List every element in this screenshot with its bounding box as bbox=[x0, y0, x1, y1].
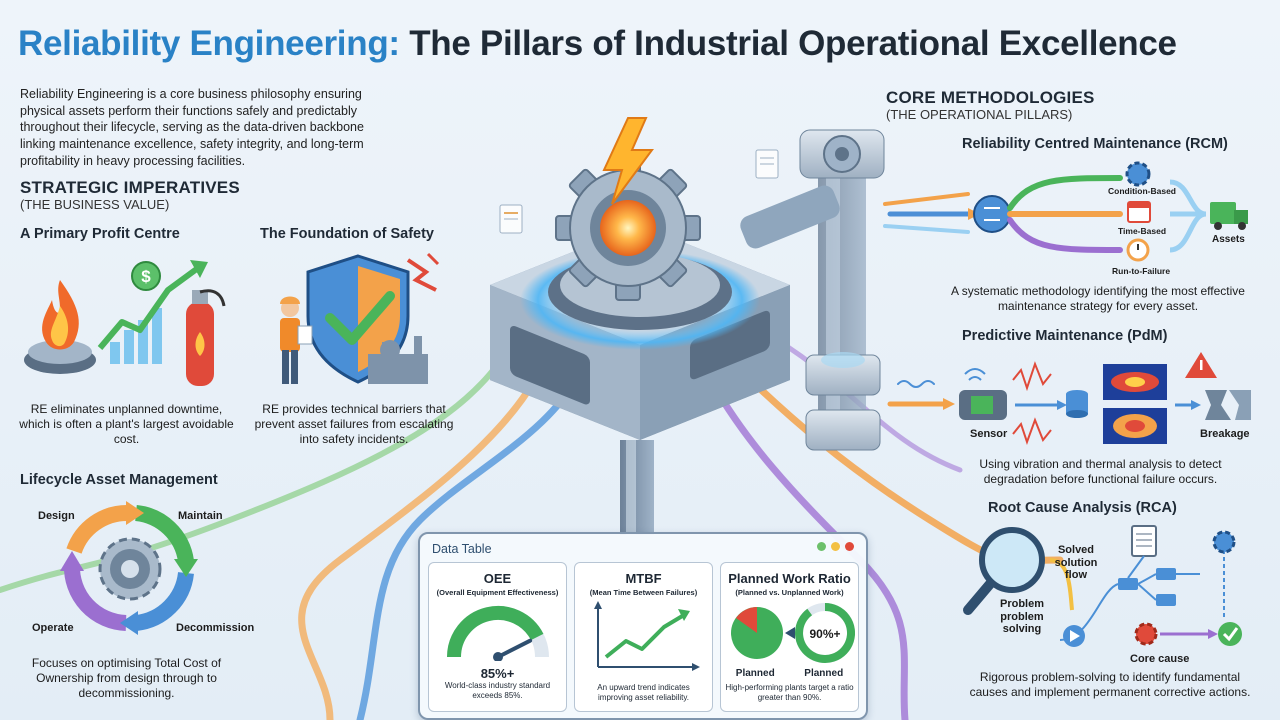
strategic-subheading: (THE BUSINESS VALUE) bbox=[20, 197, 170, 212]
window-dot-yellow-icon bbox=[831, 542, 840, 551]
growth-bars bbox=[97, 260, 208, 364]
rcm-label-assets: Assets bbox=[1212, 234, 1245, 245]
safety-illustration bbox=[280, 252, 440, 384]
window-dot-red-icon bbox=[845, 542, 854, 551]
database-icon bbox=[1066, 390, 1088, 418]
gear-icon bbox=[98, 537, 162, 601]
pipe-column bbox=[740, 129, 885, 451]
support-stem bbox=[620, 440, 654, 535]
play-icon bbox=[1063, 625, 1085, 647]
svg-text:$: $ bbox=[141, 267, 151, 286]
rca-flow-diagram bbox=[963, 525, 1242, 647]
heatmap-icon bbox=[1103, 364, 1167, 444]
magnifier-icon bbox=[963, 527, 1045, 615]
title-accent: Reliability Engineering: bbox=[18, 24, 400, 63]
oee-title: OEE bbox=[483, 571, 512, 586]
pdm-flow-diagram bbox=[959, 352, 1251, 446]
pdm-label-sensor: Sensor bbox=[970, 428, 1008, 440]
rca-label-solved: Solved solution flow bbox=[1054, 544, 1098, 582]
fire-extinguisher-icon bbox=[186, 289, 226, 386]
dollar-icon: $ bbox=[131, 261, 161, 291]
document-icon bbox=[1131, 525, 1157, 557]
rca-label-core: Core cause bbox=[1130, 653, 1190, 665]
clock-icon bbox=[1126, 238, 1150, 262]
factory-icon bbox=[368, 336, 428, 384]
pwr-pie-charts: 90%+ bbox=[730, 603, 855, 663]
document-icon bbox=[499, 149, 779, 234]
rcm-flow-diagram bbox=[973, 161, 1248, 262]
rcm-label-time: Time-Based bbox=[1118, 226, 1167, 236]
mtbf-trend-chart bbox=[593, 601, 700, 671]
mtbf-subtitle: (Mean Time Between Failures) bbox=[589, 588, 698, 597]
profit-caption: RE eliminates unplanned downtime, which … bbox=[19, 402, 234, 446]
mtbf-card: MTBF (Mean Time Between Failures) An upw… bbox=[574, 562, 713, 712]
gear-icon bbox=[1125, 161, 1151, 187]
stage-decommission: Decommission bbox=[176, 622, 255, 634]
pdm-label-breakage: Breakage bbox=[1200, 428, 1250, 440]
rca-label-problem: Problem problem solving bbox=[999, 598, 1044, 636]
rca-title: Root Cause Analysis (RCA) bbox=[988, 500, 1177, 516]
pwr-pct: 90%+ bbox=[809, 627, 840, 641]
data-table-panel: Data Table OEE (Overall Equipment Effect… bbox=[418, 532, 868, 720]
pwr-title: Planned Work Ratio bbox=[728, 571, 851, 586]
rcm-label-condition: Condition-Based bbox=[1108, 186, 1176, 196]
data-table-title: Data Table bbox=[432, 542, 492, 556]
broken-part-icon bbox=[1205, 390, 1251, 420]
gear-icon bbox=[1212, 530, 1236, 554]
rcm-title: Reliability Centred Maintenance (RCM) bbox=[962, 136, 1228, 152]
safety-caption: RE provides technical barriers that prev… bbox=[254, 402, 454, 446]
lightning-icon bbox=[602, 117, 654, 205]
stage-operate: Operate bbox=[32, 622, 74, 634]
stage-maintain: Maintain bbox=[178, 510, 223, 522]
pwr-card: Planned Work Ratio (Planned vs. Unplanne… bbox=[720, 562, 859, 712]
page-title: Reliability Engineering: The Pillars of … bbox=[18, 24, 1177, 64]
rcm-caption: A systematic methodology identifying the… bbox=[951, 284, 1245, 313]
pdm-caption: Using vibration and thermal analysis to … bbox=[979, 457, 1222, 486]
oee-value: 85%+ bbox=[480, 666, 515, 681]
title-rest: The Pillars of Industrial Operational Ex… bbox=[409, 24, 1177, 63]
flame-icon bbox=[24, 280, 96, 374]
safety-title: The Foundation of Safety bbox=[260, 226, 434, 242]
pdm-title: Predictive Maintenance (PdM) bbox=[962, 328, 1168, 344]
mtbf-desc: An upward trend indicates improving asse… bbox=[597, 683, 690, 702]
oee-gauge bbox=[446, 605, 549, 662]
check-icon bbox=[1218, 622, 1242, 646]
hub-icon bbox=[973, 195, 1011, 233]
pwr-desc: High-performing plants target a ratio gr… bbox=[725, 683, 854, 702]
core-cause-gear-icon bbox=[1134, 622, 1158, 646]
oee-desc: World-class industry standard exceeds 85… bbox=[444, 681, 551, 700]
rcm-label-run: Run-to-Failure bbox=[1112, 266, 1171, 276]
worker-icon bbox=[280, 296, 313, 384]
lifecycle-cycle-diagram bbox=[60, 501, 198, 635]
oee-card: OEE (Overall Equipment Effectiveness) 85… bbox=[428, 562, 567, 712]
profit-illustration: $ bbox=[24, 260, 226, 386]
profit-title: A Primary Profit Centre bbox=[20, 226, 180, 242]
calendar-icon bbox=[1127, 201, 1151, 223]
rca-caption: Rigorous problem-solving to identify fun… bbox=[969, 670, 1251, 699]
oee-subtitle: (Overall Equipment Effectiveness) bbox=[436, 588, 559, 597]
core-heading: CORE METHODOLOGIES bbox=[886, 88, 1095, 107]
window-controls bbox=[817, 542, 854, 551]
core-subheading: (THE OPERATIONAL PILLARS) bbox=[886, 107, 1073, 122]
mtbf-title: MTBF bbox=[625, 571, 662, 586]
pwr-subtitle: (Planned vs. Unplanned Work) bbox=[735, 588, 844, 597]
window-dot-green-icon bbox=[817, 542, 826, 551]
stage-design: Design bbox=[38, 510, 75, 522]
pwr-label-left: Planned bbox=[735, 668, 775, 679]
sensor-icon bbox=[959, 368, 1007, 420]
warning-icon bbox=[1185, 352, 1217, 378]
lifecycle-title: Lifecycle Asset Management bbox=[20, 472, 218, 488]
strategic-heading: STRATEGIC IMPERATIVES bbox=[20, 178, 240, 197]
lifecycle-caption: Focuses on optimising Total Cost of Owne… bbox=[31, 656, 222, 700]
gear-icon bbox=[555, 155, 701, 301]
alert-burst-icon bbox=[406, 252, 440, 292]
pwr-label-right: Planned bbox=[804, 668, 844, 679]
truck-icon bbox=[1210, 202, 1248, 230]
intro-paragraph: Reliability Engineering is a core busine… bbox=[20, 87, 364, 168]
